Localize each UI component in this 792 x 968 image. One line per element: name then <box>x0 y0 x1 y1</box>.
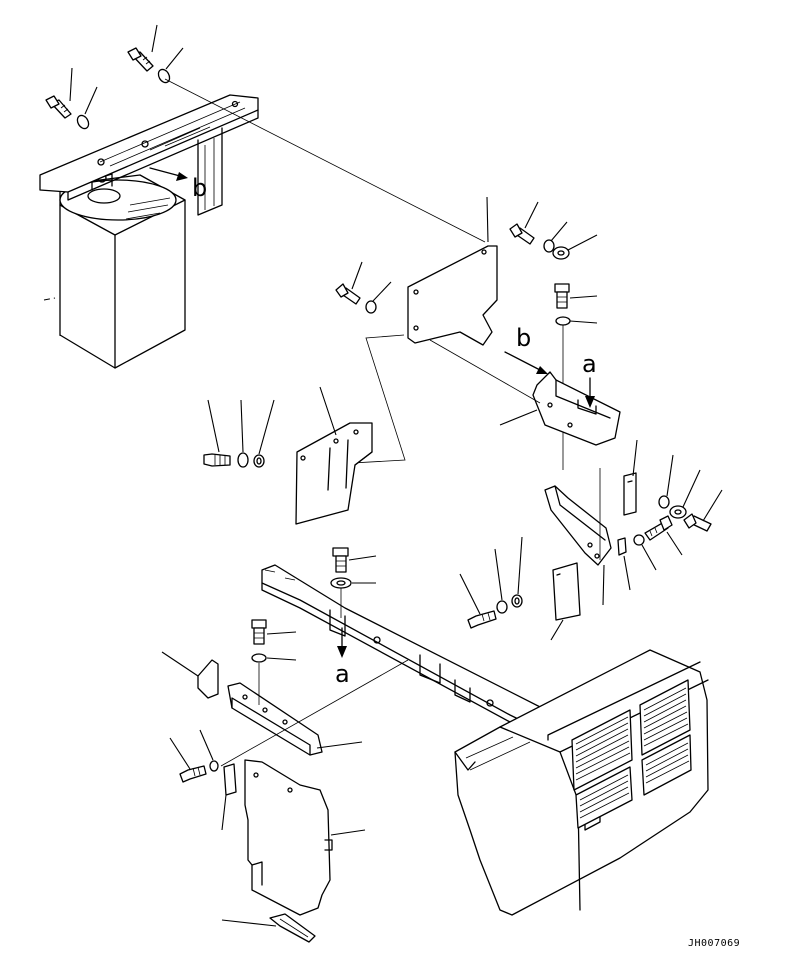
bolt-top-2 <box>45 67 98 130</box>
bolt-vertical-3 <box>251 619 297 705</box>
bolt-mid-1 <box>509 201 598 260</box>
svg-text:b: b <box>516 324 531 352</box>
bolt-lower-left <box>169 729 219 783</box>
plate-left-mid <box>295 386 373 525</box>
lower-frame-rail <box>261 564 561 741</box>
rubber-seal-strip <box>221 913 316 943</box>
guide-line-top <box>164 78 486 243</box>
cover-small-right <box>550 562 581 641</box>
callout-b-top: b <box>149 167 207 202</box>
lower-cover-panel <box>244 759 366 916</box>
bolt-left-mid <box>203 399 275 468</box>
radiator-grille <box>571 679 692 829</box>
small-plate-right <box>599 439 638 560</box>
bolt-top-1 <box>127 24 184 84</box>
bolt-vertical-2 <box>330 547 377 618</box>
bolt-lower-right-group <box>459 536 523 629</box>
svg-text:b: b <box>192 174 207 202</box>
hydraulic-tank-assembly <box>59 173 186 369</box>
svg-text:a: a <box>335 660 350 688</box>
bracket-lower-right <box>544 485 612 606</box>
clip-small <box>617 537 631 591</box>
guide-line-lower <box>220 659 409 767</box>
trace-left <box>43 297 56 301</box>
svg-text:a: a <box>582 350 597 378</box>
guide-line-mid-2 <box>429 339 541 404</box>
washer-stack-right <box>658 454 723 532</box>
callout-b-mid: b <box>504 324 548 374</box>
small-block-left <box>221 763 237 831</box>
drawing-code: JH007069 <box>688 938 740 949</box>
cover-plate-upper <box>407 196 498 346</box>
upper-frame-rail <box>39 94 259 216</box>
bracket-triangle-left <box>161 651 219 699</box>
bracket-lower-left <box>227 682 363 756</box>
bolt-right-mid <box>633 515 683 571</box>
bracket-upper-right: a <box>499 350 621 446</box>
bolt-mid-2 <box>335 261 392 314</box>
callout-a-bottom: a <box>335 627 350 688</box>
